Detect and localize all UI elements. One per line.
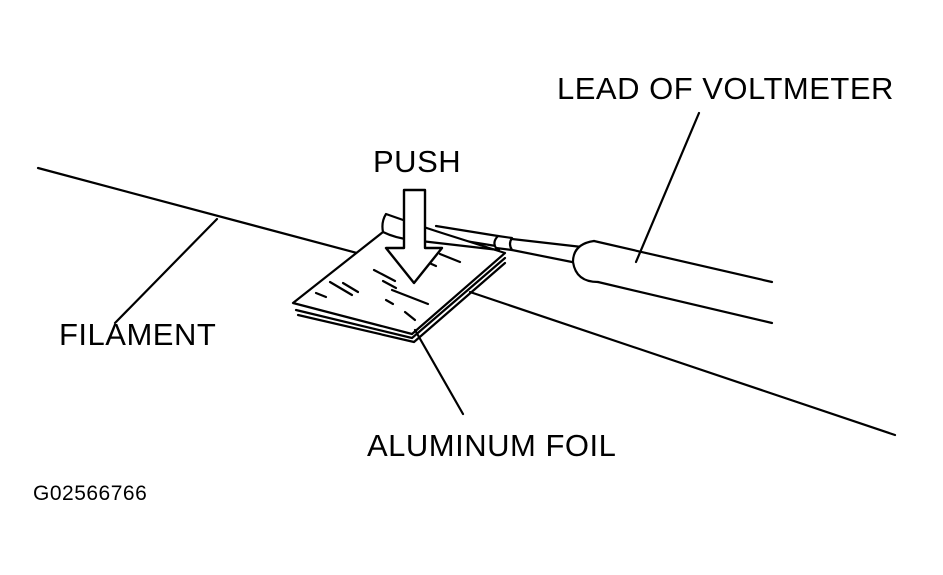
voltmeter-leader-line bbox=[634, 111, 701, 264]
foil-leader-line bbox=[413, 328, 465, 416]
figure-id: G02566766 bbox=[33, 482, 148, 505]
filament-line bbox=[36, 166, 897, 437]
voltmeter-probe bbox=[432, 224, 774, 325]
aluminum-foil bbox=[291, 212, 507, 344]
filament-label: FILAMENT bbox=[59, 317, 217, 352]
push-label: PUSH bbox=[373, 144, 462, 179]
lead-of-voltmeter-label: LEAD OF VOLTMETER bbox=[557, 71, 894, 106]
aluminum-foil-label: ALUMINUM FOIL bbox=[367, 428, 617, 463]
push-arrow-icon bbox=[384, 188, 444, 285]
filament-leader-line bbox=[113, 217, 219, 325]
